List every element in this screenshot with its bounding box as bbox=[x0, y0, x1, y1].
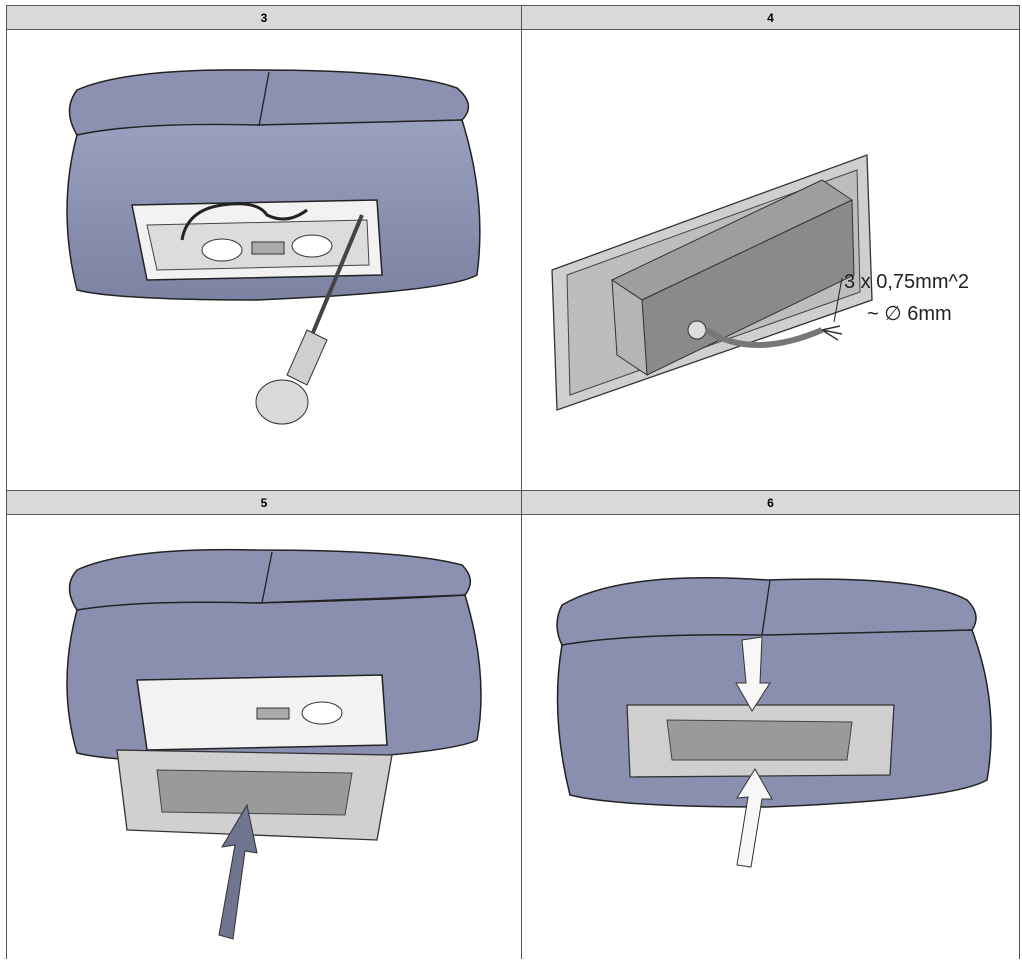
step-4-illustration: 3 x 0,75mm^2 ~ ∅ 6mm bbox=[521, 30, 1020, 490]
module-with-cable-drawing: 3 x 0,75mm^2 ~ ∅ 6mm bbox=[551, 154, 969, 411]
cable-spec-line2: ~ ∅ 6mm bbox=[867, 303, 952, 325]
instruction-grid: 3 4 bbox=[6, 5, 1020, 959]
step-number: 5 bbox=[260, 496, 268, 510]
step-3-header: 3 bbox=[6, 5, 522, 30]
step-number: 6 bbox=[767, 496, 774, 510]
step-number: 3 bbox=[260, 11, 268, 25]
housing-with-screwdriver-drawing bbox=[66, 69, 481, 425]
cable-spec-line1: 3 x 0,75mm^2 bbox=[844, 271, 969, 293]
step-5-illustration bbox=[6, 515, 522, 959]
step-6-header: 6 bbox=[521, 490, 1020, 515]
faceplate-insert-drawing bbox=[66, 548, 482, 940]
step-3-illustration bbox=[6, 30, 522, 490]
step-6-illustration bbox=[521, 515, 1020, 959]
installed-faceplate-drawing bbox=[556, 577, 992, 868]
step-4-header: 4 bbox=[521, 5, 1020, 30]
step-5-header: 5 bbox=[6, 490, 522, 515]
step-number: 4 bbox=[767, 11, 774, 25]
